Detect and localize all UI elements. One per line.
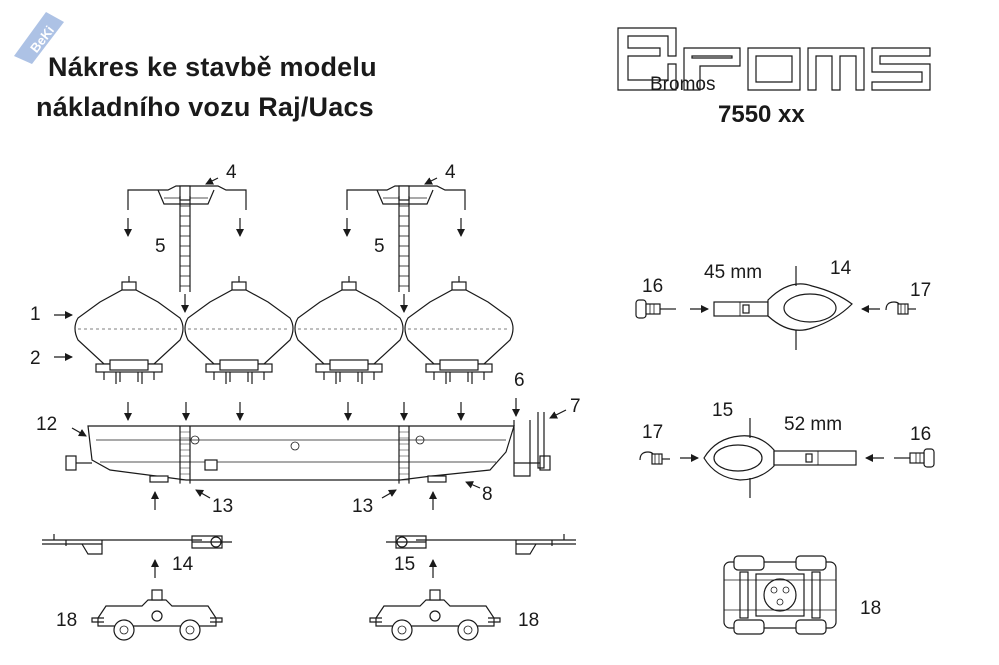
label-18a: 18 (56, 610, 77, 631)
label-16a: 16 (642, 276, 663, 297)
label-15b: 15 (712, 400, 733, 421)
label-18c: 18 (860, 598, 881, 619)
brand-logo-text: Bromos (650, 74, 715, 95)
model-number: 7550 xx (718, 101, 805, 128)
hopper-1 (74, 275, 184, 385)
label-7: 7 (570, 396, 581, 417)
walkway-left (127, 185, 247, 210)
hopper-frame-arrows (71, 398, 567, 499)
label-17a: 17 (910, 280, 931, 301)
label-16b: 16 (910, 424, 931, 445)
label-15a: 15 (394, 554, 415, 575)
hopper-4 (404, 275, 514, 385)
label-5a: 5 (155, 236, 166, 257)
coupler-bar-14 (635, 266, 917, 350)
ladder-right (398, 195, 410, 293)
label-13b: 13 (352, 496, 373, 517)
label-5b: 5 (374, 236, 385, 257)
hopper-3 (294, 275, 404, 385)
walkway-arrows (124, 177, 465, 313)
label-18b: 18 (518, 610, 539, 631)
brand-logo: Bromos (617, 27, 931, 95)
dimension-45mm: 45 mm (704, 262, 762, 283)
label-13a: 13 (212, 496, 233, 517)
label-1: 1 (30, 304, 41, 325)
brake-rigging-left (41, 533, 233, 555)
label-14b: 14 (830, 258, 852, 279)
bogie-right (369, 589, 501, 641)
label-6: 6 (514, 370, 525, 391)
ladder-left (179, 195, 191, 293)
label-4a: 4 (226, 162, 237, 183)
watermark-logo: BeKi (8, 8, 70, 64)
label-8: 8 (482, 484, 493, 505)
part-labels: 4 4 5 5 1 2 6 7 12 13 13 8 14 15 18 18 1… (30, 162, 931, 631)
label-2: 2 (30, 348, 41, 369)
label-14a: 14 (172, 554, 194, 575)
coupler-bar-15 (639, 418, 935, 498)
brake-rigging-right (385, 533, 577, 555)
walkway-right (346, 185, 466, 210)
bogie-top-view (723, 555, 837, 635)
hopper-2 (184, 275, 294, 385)
label-4b: 4 (445, 162, 456, 183)
label-17b: 17 (642, 422, 663, 443)
dimension-52mm: 52 mm (784, 414, 842, 435)
label-12: 12 (36, 414, 57, 435)
page-title-line-2: nákladního vozu Raj/Uacs (36, 92, 374, 122)
page-title-line-1: Nákres ke stavbě modelu (48, 52, 377, 82)
wagon-frame (65, 412, 551, 485)
bogie-left (91, 589, 223, 641)
